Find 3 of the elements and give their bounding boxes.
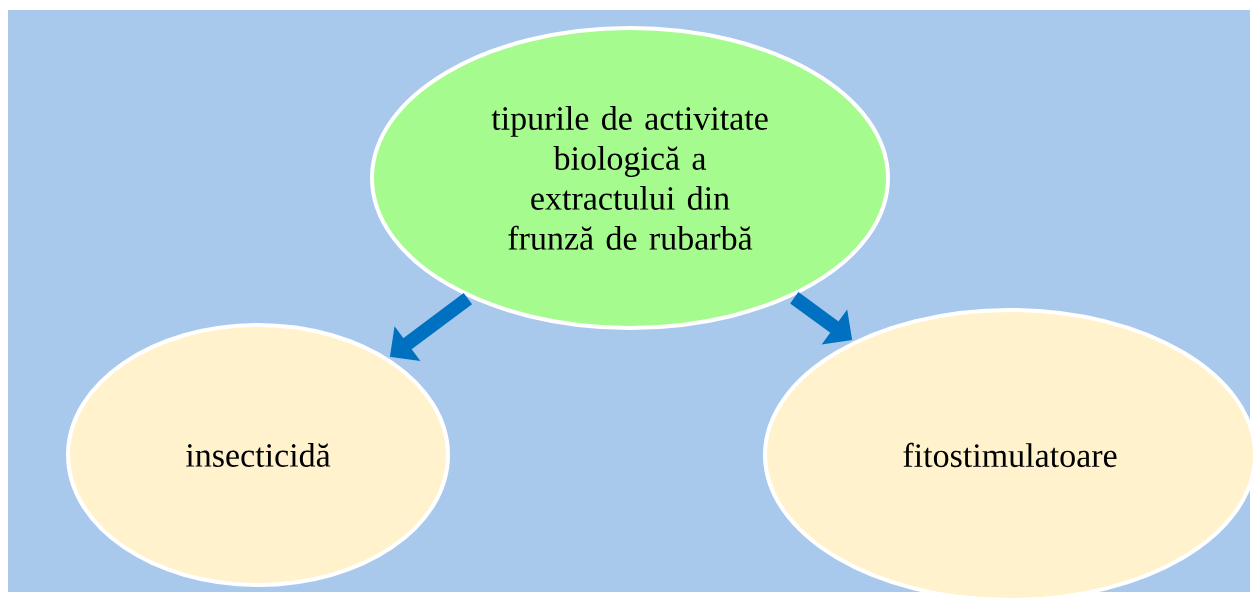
ellipse-node: tipurile de activitate biologică a extractului din frunză de rubarbă — [370, 26, 890, 330]
ellipse-node: fitostimulatoare — [763, 308, 1255, 599]
ellipse-node: insecticidă — [66, 323, 450, 587]
